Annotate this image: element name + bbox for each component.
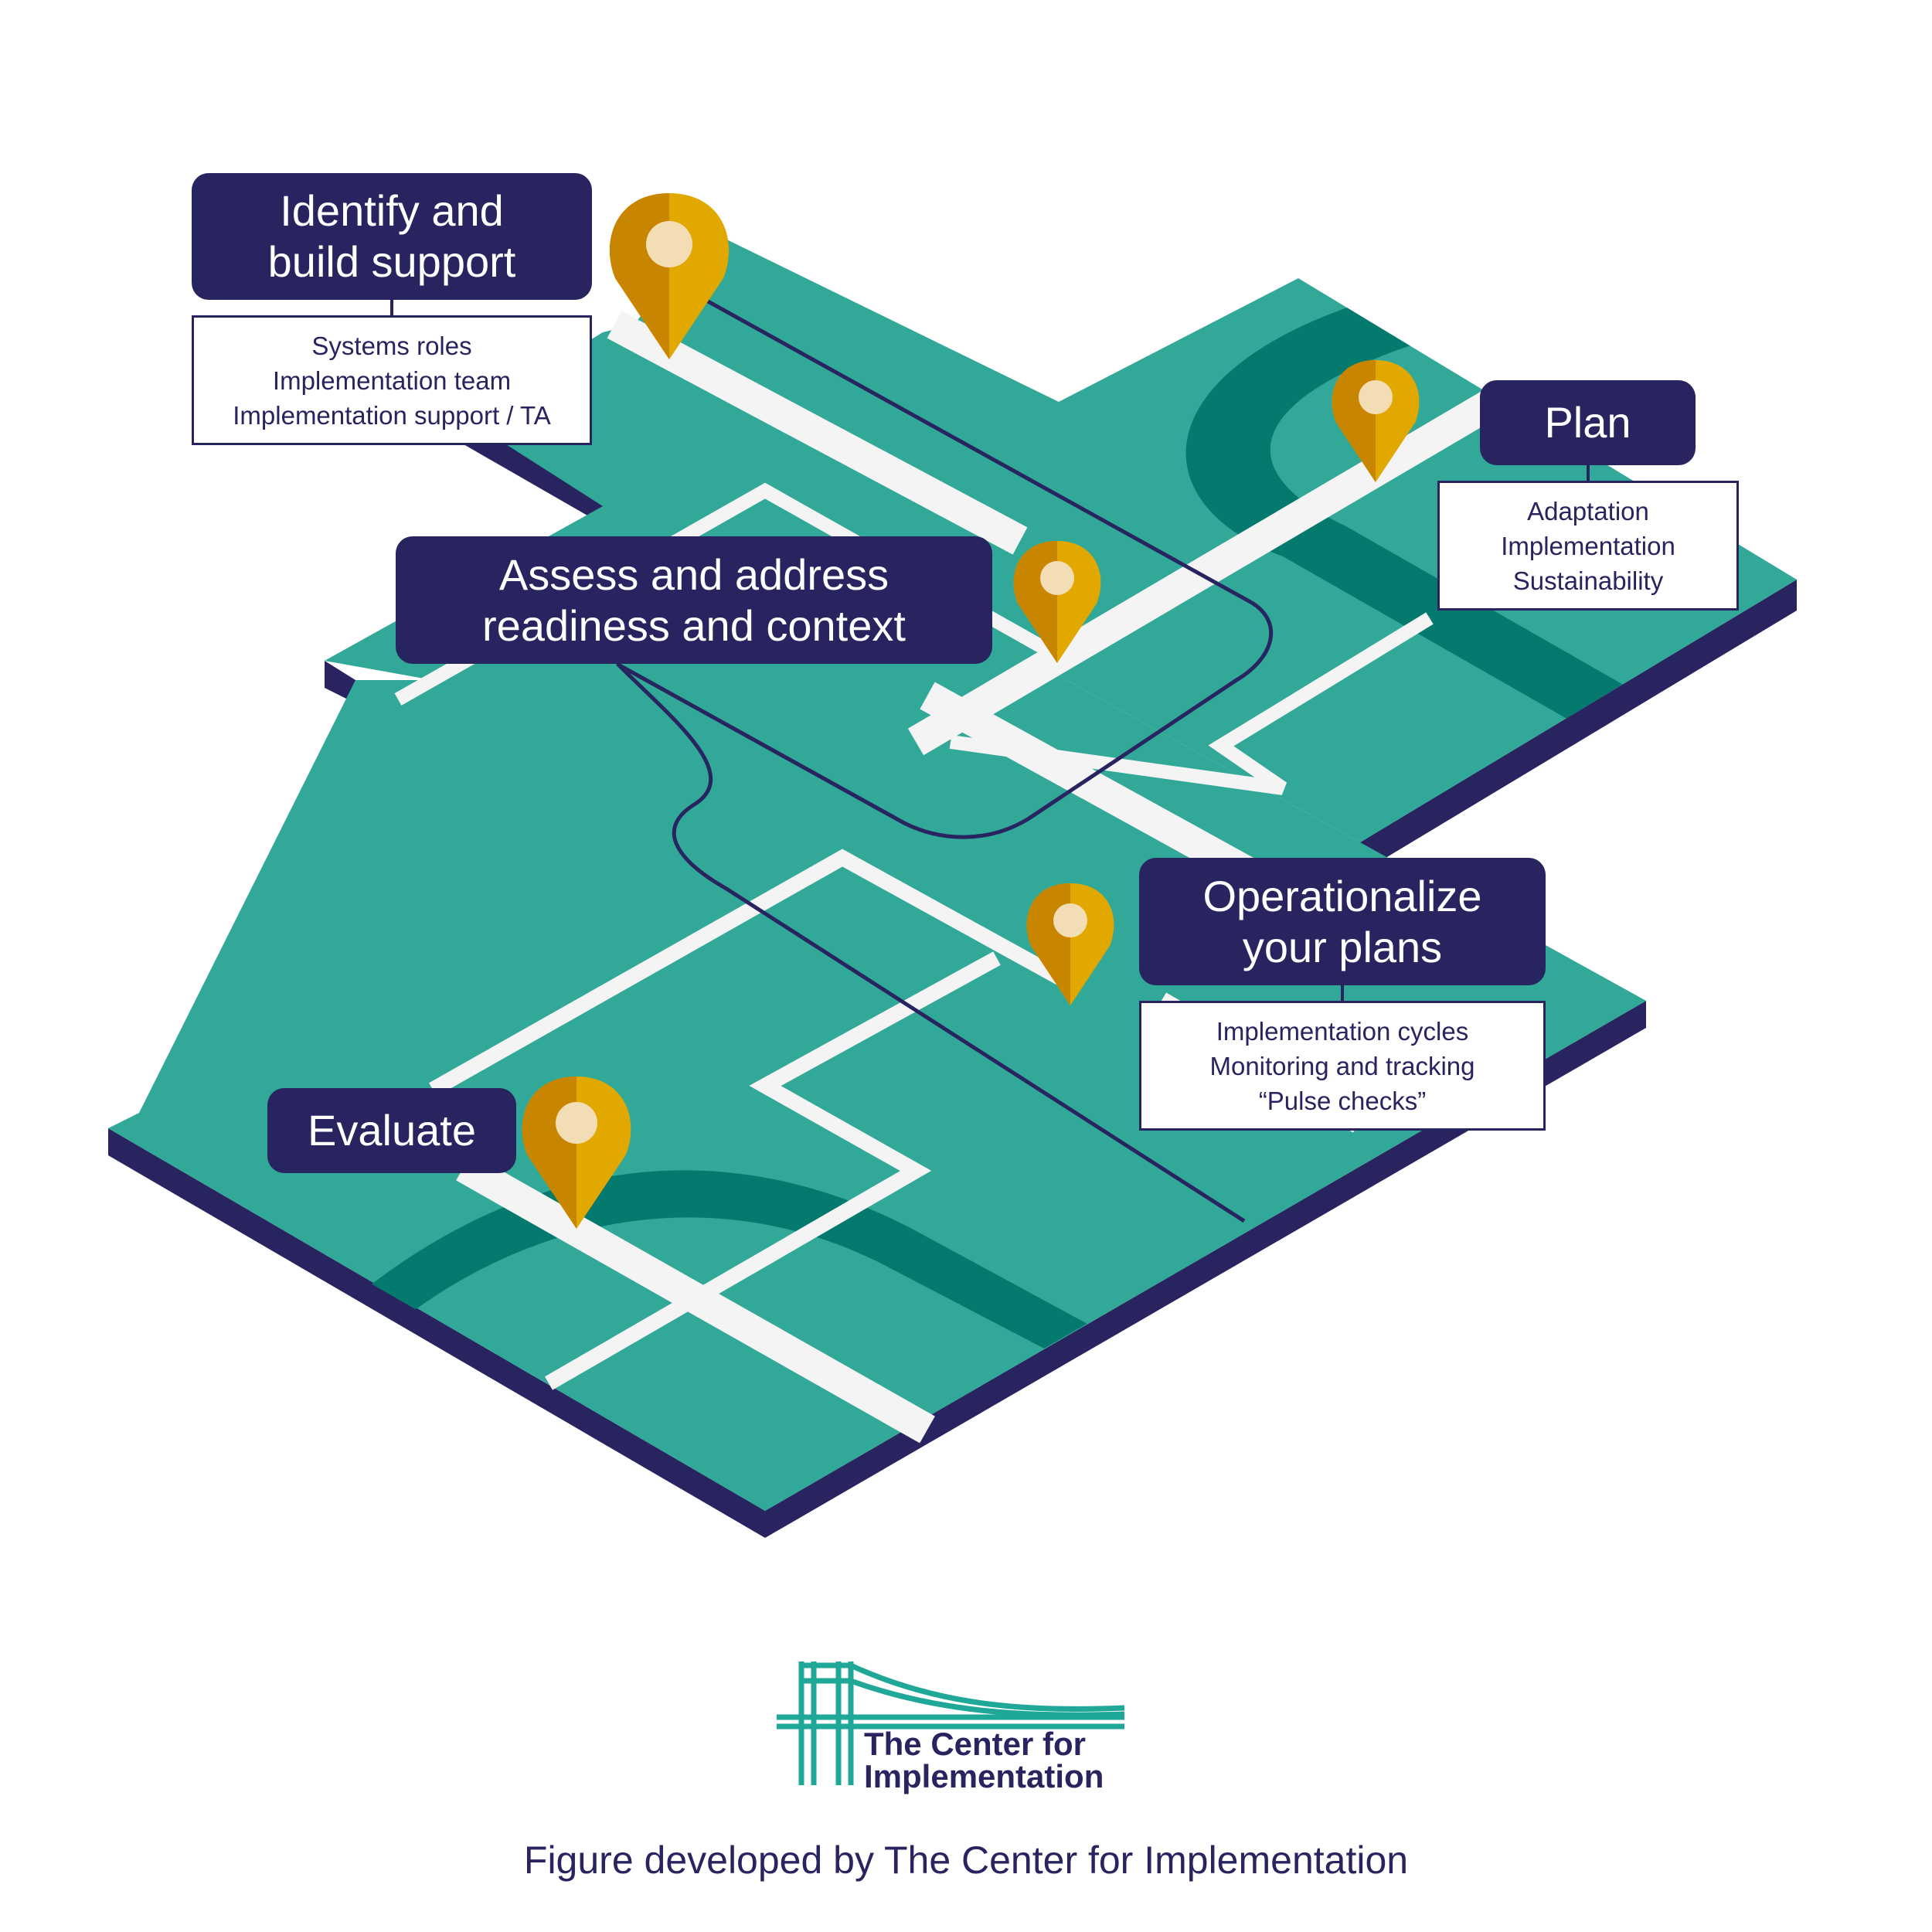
location-pin-icon (609, 193, 730, 359)
logo-line1: The Center for (864, 1726, 1087, 1762)
lower-platform-edge-right (765, 1001, 1646, 1538)
bridge-logo-icon (777, 1662, 1125, 1785)
identify-detail-item: Implementation support / TA (233, 400, 551, 430)
plan-details-box: Adaptation Implementation Sustainability (1437, 481, 1739, 611)
operationalize-detail-item: Implementation cycles (1216, 1016, 1469, 1046)
identify-title-box: Identify and build support (192, 173, 592, 300)
plan-detail-item: Implementation (1501, 531, 1675, 560)
plan-detail-item: Adaptation (1527, 496, 1649, 526)
assess-connector (617, 662, 906, 825)
location-pin-icon (522, 1077, 631, 1229)
figure-caption: Figure developed by The Center for Imple… (523, 1838, 1409, 1882)
operationalize-detail-item: Monitoring and tracking (1209, 1051, 1475, 1080)
assess-title-line2: readiness and context (482, 600, 906, 650)
plan-title: Plan (1544, 398, 1631, 447)
identify-detail-item: Implementation team (272, 366, 512, 395)
location-pin-icon (1026, 883, 1114, 1005)
identify-title-line1: Identify and (280, 186, 504, 235)
operationalize-connector (1341, 985, 1344, 1002)
road-lower-long (429, 849, 1070, 1097)
assess-title-line1: Assess and address (498, 549, 889, 599)
location-pin-icon (1332, 360, 1420, 482)
upper-platform-top (325, 232, 1797, 842)
plan-road (907, 380, 1515, 756)
identify-title-line2: build support (267, 237, 516, 286)
identify-connector (390, 300, 393, 317)
operationalize-title-box: Operationalize your plans (1139, 858, 1546, 985)
plan-detail-item: Sustainability (1512, 566, 1664, 595)
operationalize-detail-item: “Pulse checks” (1258, 1086, 1427, 1115)
assess-title-box: Assess and address readiness and context (396, 536, 992, 664)
road-lower-zigzag (544, 951, 1001, 1390)
road-square-upper (949, 612, 1434, 795)
location-pin-icon (1013, 541, 1101, 663)
plan-connector (1587, 465, 1590, 482)
identify-details-box: Systems roles Implementation team Implem… (192, 315, 592, 445)
evaluate-title: Evaluate (308, 1106, 476, 1155)
plan-title-box: Plan (1480, 380, 1696, 465)
operationalize-title-line2: your plans (1242, 922, 1443, 971)
identify-detail-item: Systems roles (311, 331, 472, 360)
lower-platform-edge-left (108, 1128, 765, 1538)
main-road (607, 311, 1028, 555)
evaluate-title-box: Evaluate (267, 1088, 516, 1173)
operationalize-title-line1: Operationalize (1202, 871, 1482, 920)
logo-line2: Implementation (864, 1758, 1104, 1794)
upper-platform-edge-right (1360, 580, 1797, 873)
upper-platform-edge-left (325, 661, 355, 703)
upper-platform-edge-front (464, 417, 618, 533)
operationalize-details-box: Implementation cycles Monitoring and tra… (1139, 1001, 1546, 1131)
